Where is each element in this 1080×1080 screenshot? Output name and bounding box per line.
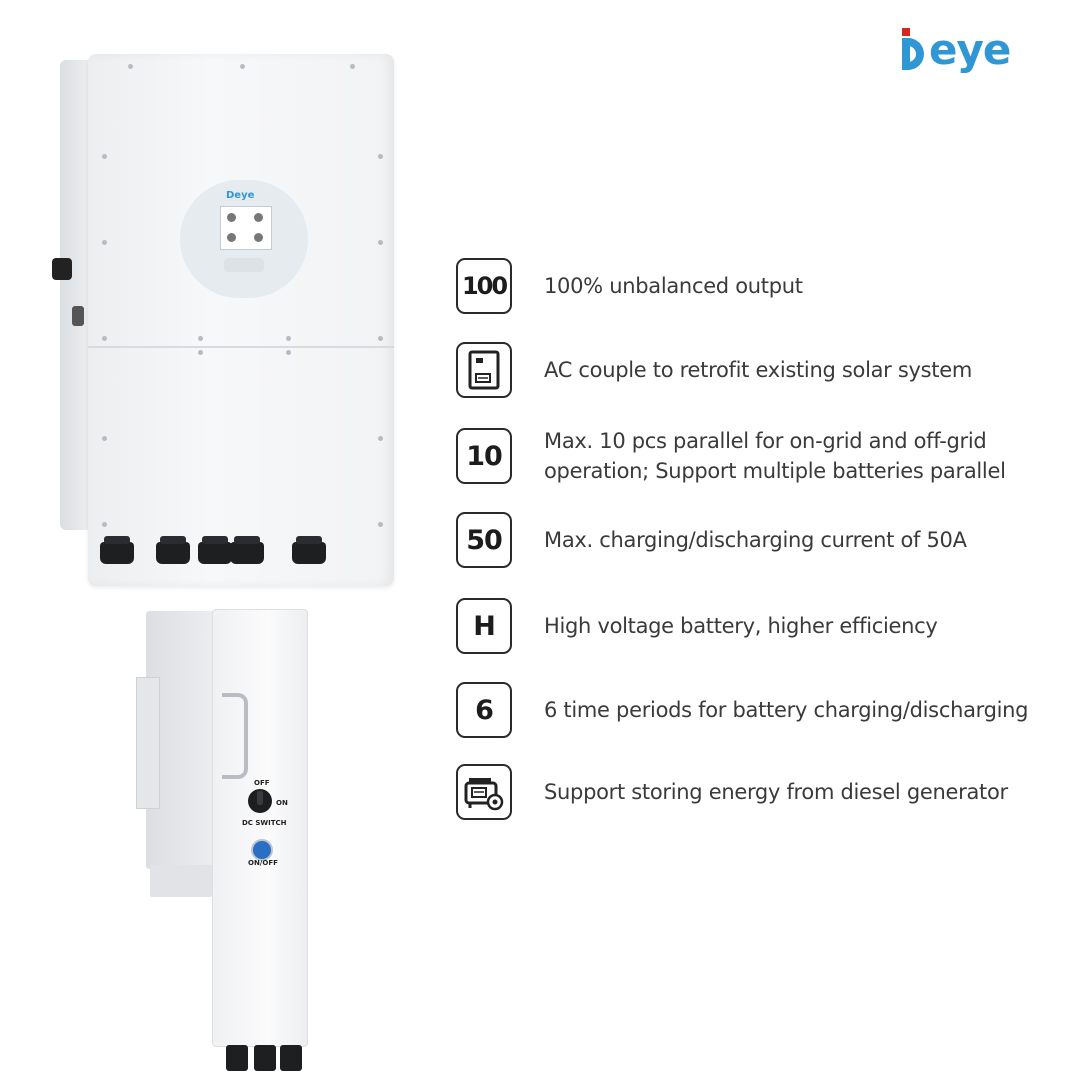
letter-h-icon: H [456,598,512,654]
feature-text: 6 time periods for battery charging/disc… [544,698,1029,722]
feature-item: 100 100% unbalanced output [456,256,1076,316]
feature-item: Support storing energy from diesel gener… [456,762,1076,822]
switch-on-label: ON [276,799,288,807]
ac-couple-panel-icon [456,342,512,398]
feature-item: 10 Max. 10 pcs parallel for on-grid and … [456,426,1076,486]
feature-text: High voltage battery, higher efficiency [544,614,938,638]
dc-switch-label: DC SWITCH [242,819,287,827]
logo-d-mark [902,28,928,72]
inverter-side-image: OFF ON DC SWITCH ON/OFF [130,605,320,1080]
feature-text: Max. 10 pcs parallel for on-grid and off… [544,429,1006,483]
power-button-label: ON/OFF [248,859,278,867]
number-10-icon: 10 [456,428,512,484]
inverter-display-panel: Deye [180,180,308,298]
feature-text: 100% unbalanced output [544,274,803,298]
switch-off-label: OFF [254,779,270,787]
feature-text: Max. charging/discharging current of 50A [544,528,967,552]
inverter-side-knob [52,258,72,280]
inverter-handle [222,693,248,779]
power-button [251,839,273,861]
feature-item: H High voltage battery, higher efficienc… [456,596,1076,656]
inverter-front-image: Deye [52,50,400,586]
brand-logo: eye [902,22,1042,78]
diesel-generator-icon [456,764,512,820]
feature-item: 6 6 time periods for battery charging/di… [456,680,1076,740]
feature-item: 50 Max. charging/discharging current of … [456,510,1076,570]
inverter-lcd-screen [220,206,272,250]
number-6-icon: 6 [456,682,512,738]
feature-text: AC couple to retrofit existing solar sys… [544,358,972,382]
number-100-icon: 100 [456,258,512,314]
feature-text: Support storing energy from diesel gener… [544,780,1008,804]
number-50-icon: 50 [456,512,512,568]
dc-switch-knob [248,789,272,813]
inverter-mini-logo: Deye [226,190,255,201]
feature-item: AC couple to retrofit existing solar sys… [456,340,1076,400]
logo-wordmark: eye [929,25,1011,74]
